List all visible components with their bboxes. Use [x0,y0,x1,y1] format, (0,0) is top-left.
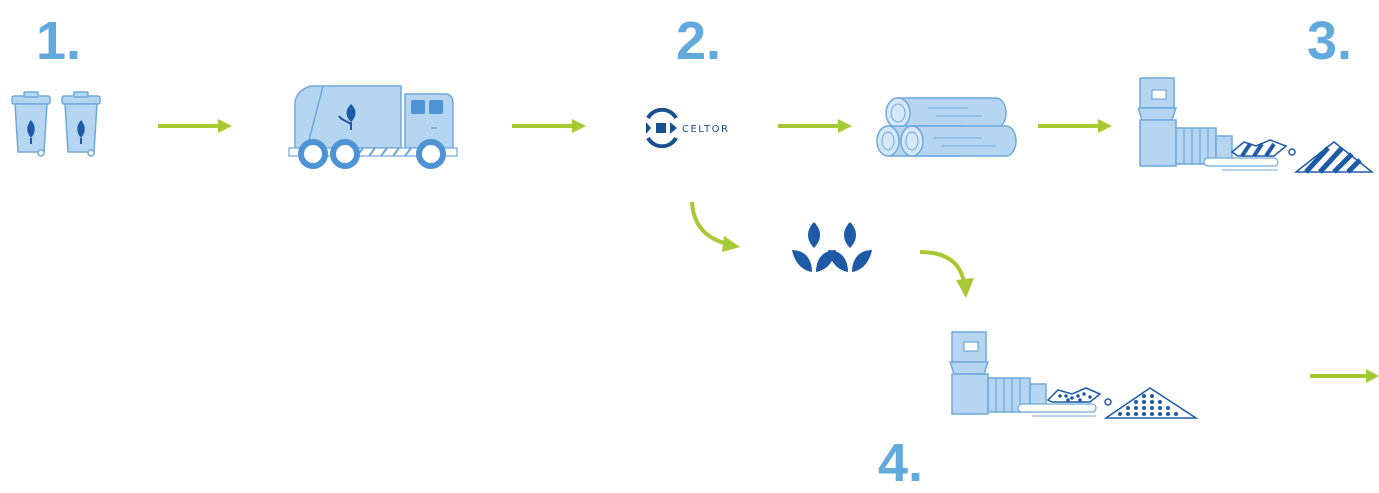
curved-arrow-1 [690,201,740,252]
curved-arrow-2 [919,250,974,298]
step-number-3: 3. [1307,11,1353,71]
processing-machine-icon [948,331,1198,419]
flow-arrow-1 [158,119,232,133]
bin-icon-1 [11,91,51,157]
garbage-truck-icon [288,85,458,169]
bins-icon [11,91,101,157]
flow-arrow-3 [778,119,852,133]
celtor-logo: CELTOR [646,108,729,148]
step-number-2: 2. [676,11,722,71]
flow-arrow-2 [512,119,586,133]
logs-icon [876,97,1017,157]
celtor-logo-text: CELTOR [682,124,729,135]
leaves-icon [792,222,872,272]
step-number-1: 1. [36,11,82,71]
processing-machine-icon [1138,77,1375,174]
flow-arrow-5 [1310,369,1379,383]
bin-icon-2 [61,91,101,157]
step-number-4: 4. [878,433,924,493]
flow-arrow-4 [1038,119,1112,133]
